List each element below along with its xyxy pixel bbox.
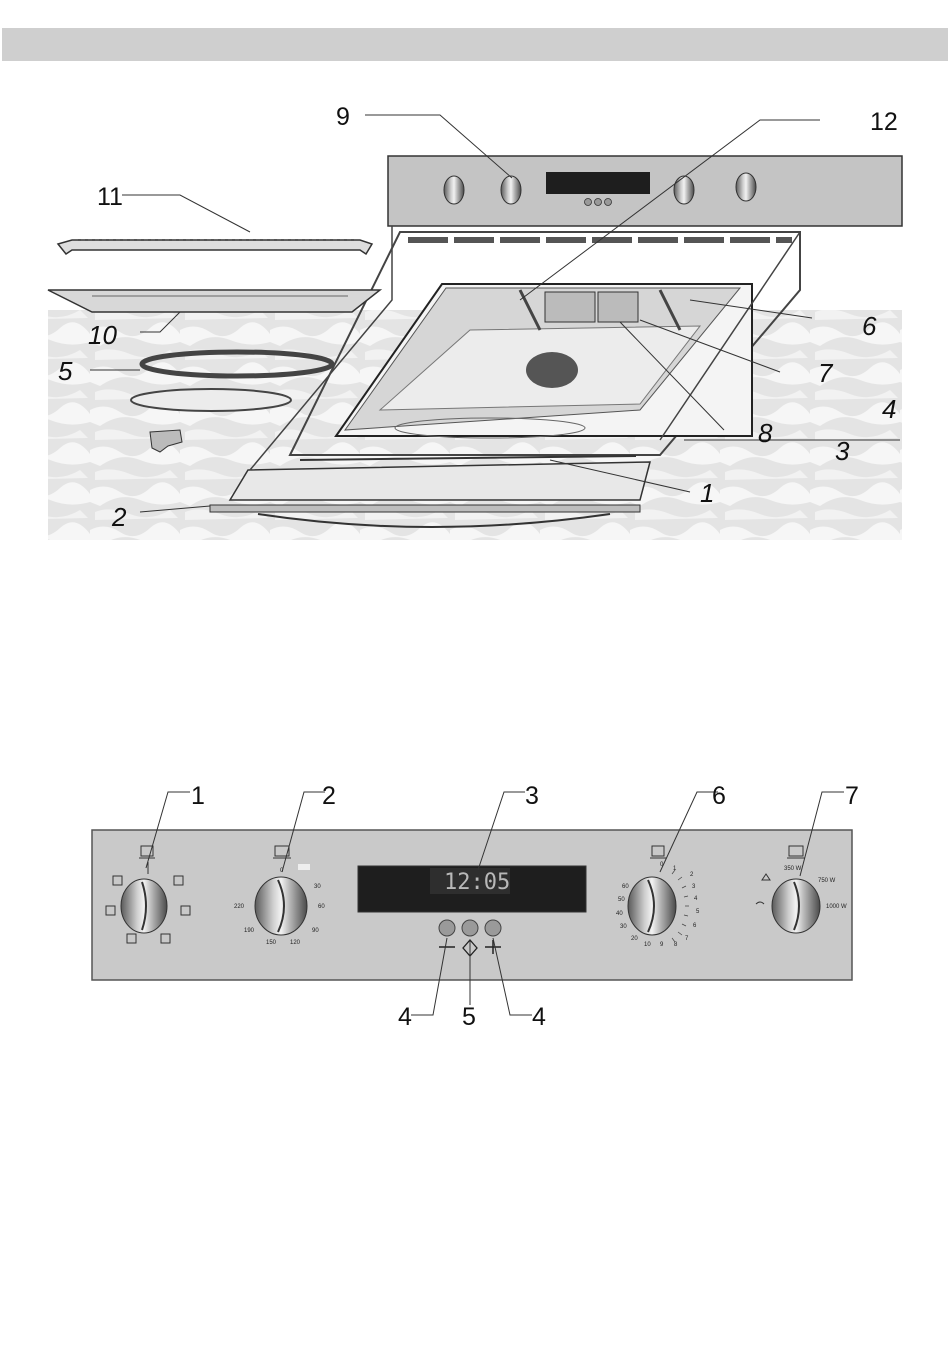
panel-callout-3: 3: [525, 782, 539, 810]
power-knob[interactable]: [772, 879, 820, 933]
panel-callout-1: 1: [191, 782, 205, 810]
callout-6: 6: [862, 311, 877, 341]
temperature-knob[interactable]: [255, 877, 307, 935]
grill-rack: [58, 240, 372, 254]
power-label-750: 750 W: [818, 878, 836, 884]
top-display: [546, 172, 650, 194]
top-buttons: [585, 199, 612, 206]
panel-callout-4-right: 4: [532, 1003, 546, 1031]
temp-label-60: 60: [318, 904, 325, 910]
callout-12: 12: [870, 108, 898, 136]
callout-9: 9: [336, 103, 350, 131]
timer-knob[interactable]: [628, 877, 676, 935]
baking-tray: [48, 290, 380, 312]
callout-10: 10: [88, 320, 117, 350]
callout-2: 2: [111, 502, 127, 532]
callout-8: 8: [758, 418, 773, 448]
temp-label-190: 190: [244, 928, 255, 934]
oven-exploded-view: 9 12 11 10 5 6 7 4 8 3 1 2: [48, 103, 902, 540]
timer-label-10: 10: [644, 942, 651, 948]
timer-label-30: 30: [620, 924, 627, 930]
callout-4: 4: [882, 394, 896, 424]
timer-label-20: 20: [631, 936, 638, 942]
temp-label-120: 120: [290, 940, 301, 946]
callout-3: 3: [835, 436, 850, 466]
panel-callout-4-left: 4: [398, 1003, 412, 1031]
timer-label-50: 50: [618, 897, 625, 903]
plus-button[interactable]: [485, 920, 501, 936]
panel-callout-6: 6: [712, 782, 726, 810]
temp-label-30: 30: [314, 884, 321, 890]
power-label-1000: 1000 W: [826, 904, 847, 910]
timer-label-60: 60: [622, 884, 629, 890]
turntable-plate: [131, 389, 291, 411]
temp-label-150: 150: [266, 940, 277, 946]
minus-button[interactable]: [439, 920, 455, 936]
callout-5: 5: [58, 356, 73, 386]
callout-1: 1: [700, 478, 714, 508]
function-knob[interactable]: [121, 879, 167, 933]
display-time: 12:05: [444, 870, 510, 895]
grill-element: [526, 352, 578, 388]
temp-label-220: 220: [234, 904, 245, 910]
callout-11: 11: [97, 183, 123, 211]
panel-callout-7: 7: [845, 782, 859, 810]
timer-label-40: 40: [616, 911, 623, 917]
panel-callout-5: 5: [462, 1003, 476, 1031]
panel-callout-2: 2: [322, 782, 336, 810]
power-label-350: 350 W: [784, 866, 802, 872]
temp-label-90: 90: [312, 928, 319, 934]
callout-7: 7: [818, 358, 834, 388]
control-panel-view: 12:05: [92, 782, 859, 1031]
select-button[interactable]: [462, 920, 478, 936]
